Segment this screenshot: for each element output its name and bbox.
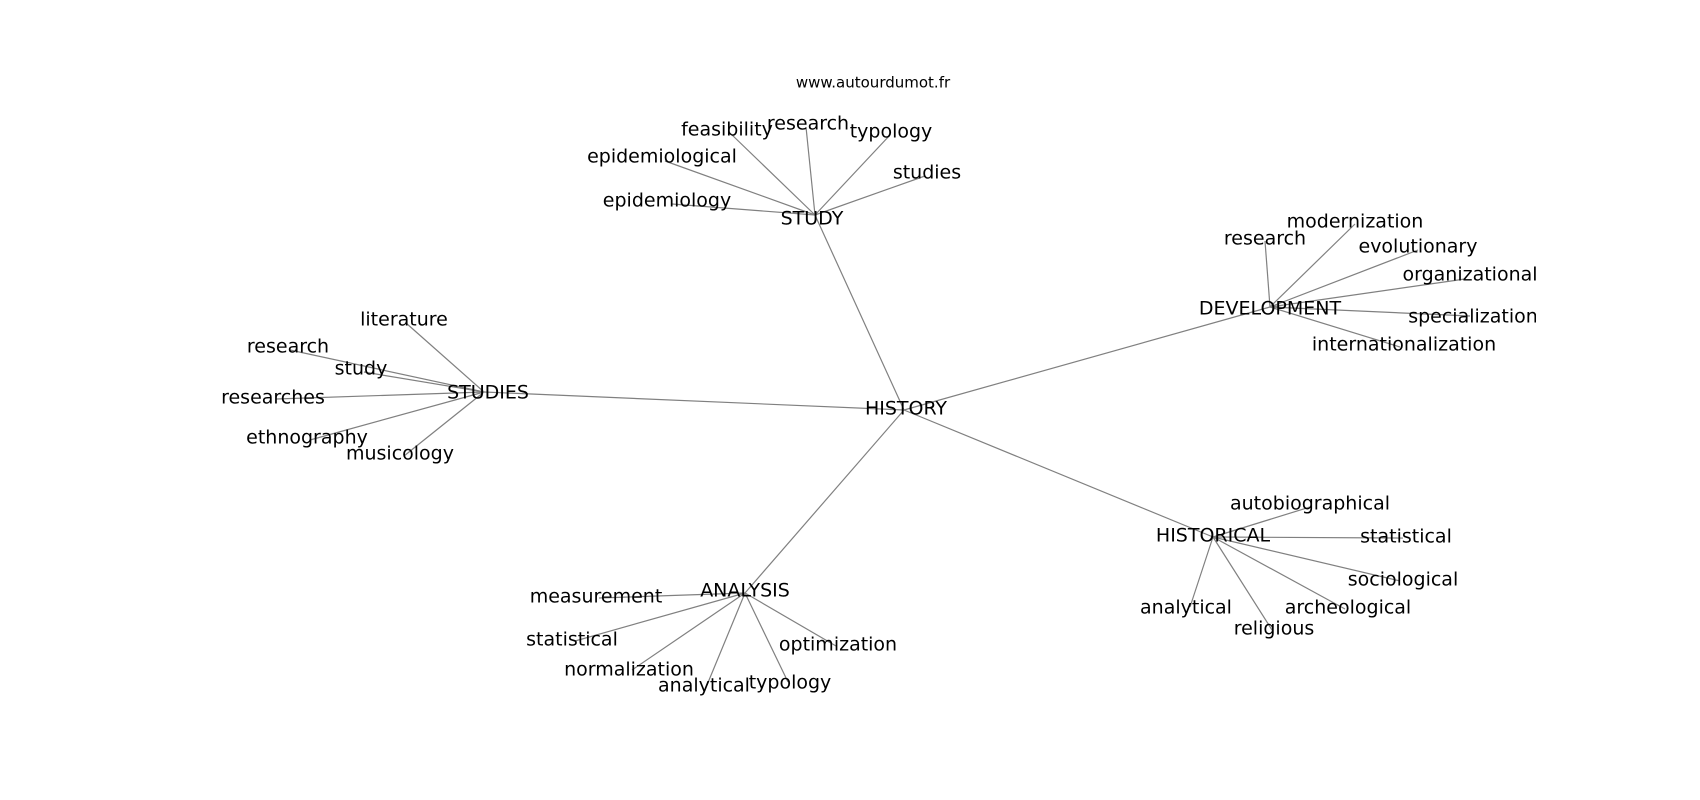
edge-development-to-research — [1264, 240, 1271, 308]
edge-analysis-to-optimization — [744, 592, 837, 647]
edge-development-to-internationalization — [1269, 306, 1401, 348]
node-analysis-measurement: measurement — [530, 586, 663, 608]
edge-studies-to-ethnography — [309, 391, 485, 441]
node-historical-statistical: statistical — [1360, 526, 1452, 548]
edge-study-to-feasibility — [729, 132, 816, 216]
node-study-feasibility: feasibility — [681, 119, 773, 141]
node-development: DEVELOPMENT — [1199, 298, 1342, 320]
node-study-typology: typology — [850, 121, 933, 143]
edge-development-to-organizational — [1269, 278, 1466, 308]
edge-studies-to-literature — [405, 322, 485, 393]
edge-history-to-development — [903, 306, 1271, 411]
node-analysis-normalization: normalization — [564, 659, 694, 681]
node-studies-ethnography: ethnography — [246, 427, 368, 449]
node-studies: STUDIES — [447, 382, 529, 404]
node-analysis-typology: typology — [749, 672, 832, 694]
node-analysis-statistical: statistical — [526, 629, 618, 651]
edge-development-to-specialization — [1269, 306, 1471, 317]
node-historical-autobiographical: autobiographical — [1230, 493, 1390, 515]
edge-analysis-to-statistical — [574, 592, 746, 642]
edge-study-to-epidemiology — [671, 203, 816, 216]
edge-analysis-to-measurement — [598, 592, 746, 599]
edge-study-to-studies — [814, 175, 926, 216]
node-study: STUDY — [781, 208, 844, 230]
edge-analysis-to-analytical — [706, 592, 746, 686]
edge-development-to-modernization — [1269, 223, 1356, 308]
node-development-internationalization: internationalization — [1312, 334, 1496, 356]
node-studies-research: research — [247, 336, 329, 358]
node-historical: HISTORICAL — [1156, 525, 1271, 547]
edge-studies-to-research — [289, 349, 485, 393]
node-historical-religious: religious — [1234, 618, 1315, 640]
node-development-research: research — [1224, 228, 1306, 250]
edge-studies-to-study — [363, 371, 485, 393]
node-development-organizational: organizational — [1402, 264, 1537, 286]
node-development-evolutionary: evolutionary — [1359, 236, 1478, 258]
node-historical-analytical: analytical — [1140, 597, 1232, 619]
edge-development-to-evolutionary — [1269, 249, 1419, 308]
edge-history-to-studies — [483, 391, 905, 411]
node-studies-study: study — [335, 358, 388, 380]
edge-historical-to-statistical — [1212, 536, 1404, 539]
edge-history-to-study — [814, 214, 905, 411]
edge-study-to-typology — [814, 134, 891, 216]
node-study-epidemiological: epidemiological — [587, 146, 737, 168]
edge-historical-to-sociological — [1212, 536, 1401, 582]
edge-historical-to-religious — [1212, 536, 1273, 631]
node-study-epidemiology: epidemiology — [603, 190, 731, 212]
edge-studies-to-musicology — [403, 391, 485, 457]
node-analysis: ANALYSIS — [700, 580, 790, 602]
edge-analysis-to-typology — [744, 592, 789, 683]
edge-studies-to-researches — [275, 391, 485, 400]
watermark: www.autourdumot.fr — [796, 74, 951, 92]
node-history: HISTORY — [865, 398, 947, 420]
edge-history-to-historical — [903, 409, 1214, 538]
node-analysis-analytical: analytical — [658, 675, 750, 697]
node-historical-sociological: sociological — [1348, 569, 1458, 591]
node-studies-researches: researches — [221, 387, 325, 409]
node-development-modernization: modernization — [1287, 211, 1424, 233]
edge-analysis-to-normalization — [631, 592, 746, 671]
node-study-research: research — [767, 113, 849, 135]
edge-historical-to-archeological — [1212, 536, 1346, 610]
edge-history-to-analysis — [744, 409, 905, 594]
edges — [275, 126, 1471, 686]
node-studies-literature: literature — [360, 309, 448, 331]
node-historical-archeological: archeological — [1285, 597, 1411, 619]
edge-study-to-research — [805, 126, 816, 216]
node-study-studies: studies — [893, 162, 961, 184]
node-development-specialization: specialization — [1408, 306, 1538, 328]
edge-historical-to-analytical — [1189, 536, 1214, 608]
node-studies-musicology: musicology — [346, 443, 454, 465]
node-analysis-optimization: optimization — [779, 634, 897, 656]
edge-historical-to-autobiographical — [1212, 506, 1311, 538]
edge-study-to-epidemiological — [664, 160, 816, 216]
